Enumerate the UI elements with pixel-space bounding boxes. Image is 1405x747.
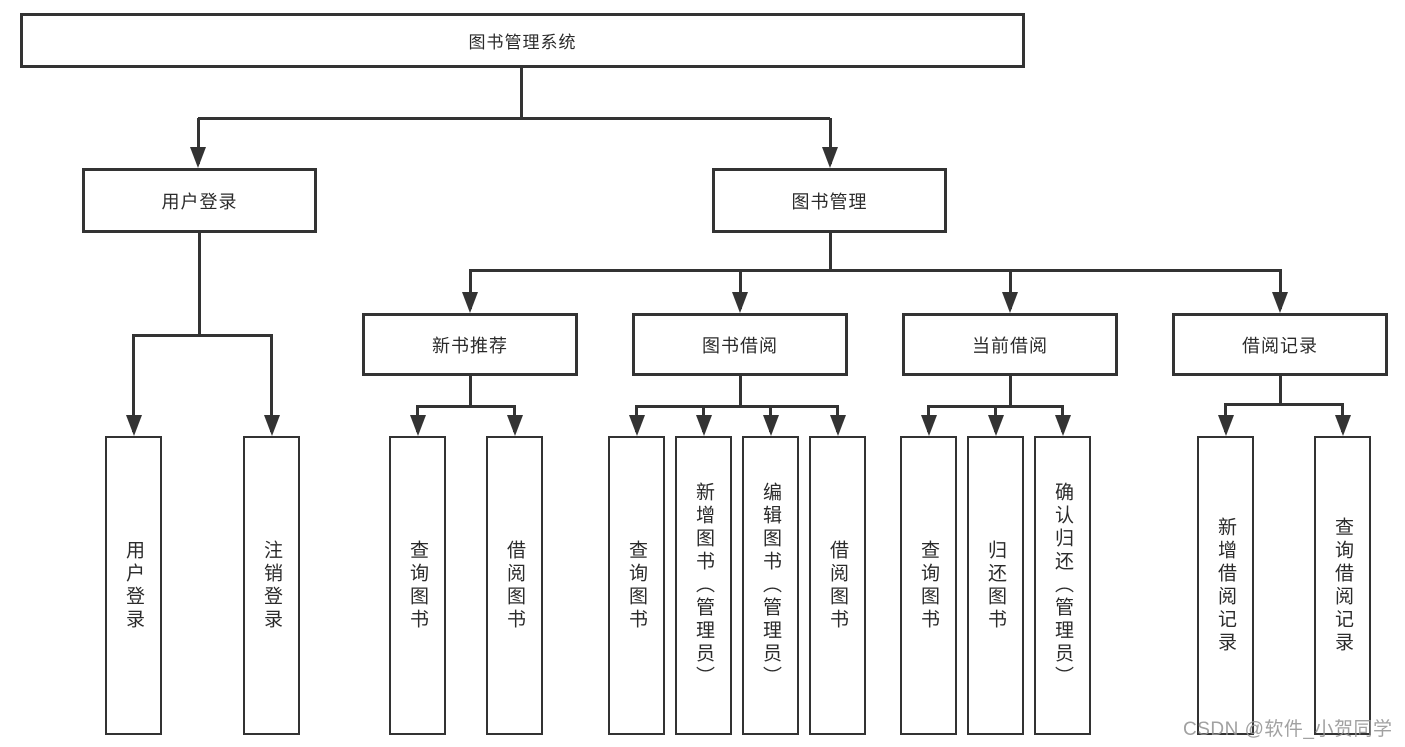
- leaf-br-query-record: 查询借阅记录: [1314, 436, 1371, 735]
- arrowhead-icon: [829, 415, 846, 436]
- connector-line: [1008, 270, 1012, 309]
- leaf-nbr-query-book: 查询图书: [389, 436, 446, 735]
- connector-line: [468, 376, 472, 408]
- arrowhead-icon: [1002, 292, 1018, 313]
- connector-line: [416, 404, 516, 408]
- leaf-bb-add-book-admin: 新增图书（管理员）: [675, 436, 732, 735]
- node-label: 新增图书（管理员）: [693, 482, 714, 689]
- arrowhead-icon: [628, 415, 645, 436]
- connector-line: [468, 270, 472, 309]
- connector-line: [1278, 270, 1282, 309]
- leaf-user-login: 用户登录: [105, 436, 162, 735]
- node-label: 查询图书: [407, 539, 428, 632]
- node-label: 归还图书: [985, 539, 1006, 632]
- arrowhead-icon: [1272, 292, 1288, 313]
- node-book-borrow: 图书借阅: [632, 313, 848, 376]
- connector-line: [1008, 376, 1012, 408]
- node-label: 用户登录: [123, 539, 144, 632]
- connector-line: [196, 118, 200, 164]
- connector-line: [198, 116, 830, 120]
- leaf-nbr-borrow-book: 借阅图书: [486, 436, 543, 735]
- connector-line: [738, 270, 742, 309]
- connector-line: [1224, 402, 1344, 406]
- arrowhead-icon: [409, 415, 426, 436]
- node-label: 查询图书: [626, 539, 647, 632]
- node-label: 查询借阅记录: [1332, 516, 1353, 655]
- watermark: CSDN @软件_小贺同学: [1183, 719, 1393, 740]
- arrowhead-icon: [1217, 415, 1234, 436]
- node-book-management: 图书管理: [712, 168, 947, 233]
- node-label: 确认归还（管理员）: [1052, 482, 1073, 689]
- node-label: 当前借阅: [972, 335, 1048, 356]
- node-user-login: 用户登录: [82, 168, 317, 233]
- node-borrow-record: 借阅记录: [1172, 313, 1388, 376]
- connector-line: [519, 68, 523, 120]
- node-label: 图书借阅: [702, 335, 778, 356]
- node-label: 借阅记录: [1242, 335, 1318, 356]
- node-label: 编辑图书（管理员）: [760, 482, 781, 689]
- connector-line: [828, 118, 832, 164]
- leaf-logout: 注销登录: [243, 436, 300, 735]
- connector-line: [132, 335, 135, 432]
- arrowhead-icon: [125, 415, 142, 436]
- arrowhead-icon: [190, 147, 206, 168]
- arrowhead-icon: [263, 415, 280, 436]
- node-label: 用户登录: [161, 191, 238, 212]
- connector-line: [468, 268, 1282, 272]
- arrowhead-icon: [822, 147, 838, 168]
- node-label: 新书推荐: [432, 335, 508, 356]
- node-label: 查询图书: [918, 539, 939, 632]
- arrowhead-icon: [462, 292, 478, 313]
- arrowhead-icon: [732, 292, 748, 313]
- leaf-bb-query-book: 查询图书: [608, 436, 665, 735]
- connector-line: [738, 376, 742, 408]
- leaf-cb-return-book: 归还图书: [967, 436, 1024, 735]
- arrowhead-icon: [1334, 415, 1351, 436]
- leaf-cb-confirm-return-admin: 确认归还（管理员）: [1034, 436, 1091, 735]
- connector-line: [635, 404, 839, 408]
- node-new-book-recommend: 新书推荐: [362, 313, 578, 376]
- leaf-cb-query-book: 查询图书: [900, 436, 957, 735]
- node-label: 借阅图书: [504, 539, 525, 632]
- node-label: 图书管理: [791, 191, 868, 212]
- arrowhead-icon: [695, 415, 712, 436]
- leaf-bb-borrow-book: 借阅图书: [809, 436, 866, 735]
- connector-line: [1278, 376, 1282, 406]
- arrowhead-icon: [1054, 415, 1071, 436]
- arrowhead-icon: [506, 415, 523, 436]
- node-library-management-system: 图书管理系统: [20, 13, 1025, 68]
- leaf-br-add-record: 新增借阅记录: [1197, 436, 1254, 735]
- arrowhead-icon: [762, 415, 779, 436]
- node-label: 图书管理系统: [468, 33, 577, 52]
- arrowhead-icon: [920, 415, 937, 436]
- connector-line: [132, 333, 273, 337]
- node-label: 注销登录: [261, 539, 282, 632]
- arrowhead-icon: [987, 415, 1004, 436]
- node-label: 新增借阅记录: [1215, 516, 1236, 655]
- leaf-bb-edit-book-admin: 编辑图书（管理员）: [742, 436, 799, 735]
- node-current-borrow: 当前借阅: [902, 313, 1118, 376]
- connector-line: [828, 233, 832, 272]
- connector-line: [270, 335, 273, 432]
- connector-line: [197, 233, 201, 337]
- node-label: 借阅图书: [827, 539, 848, 632]
